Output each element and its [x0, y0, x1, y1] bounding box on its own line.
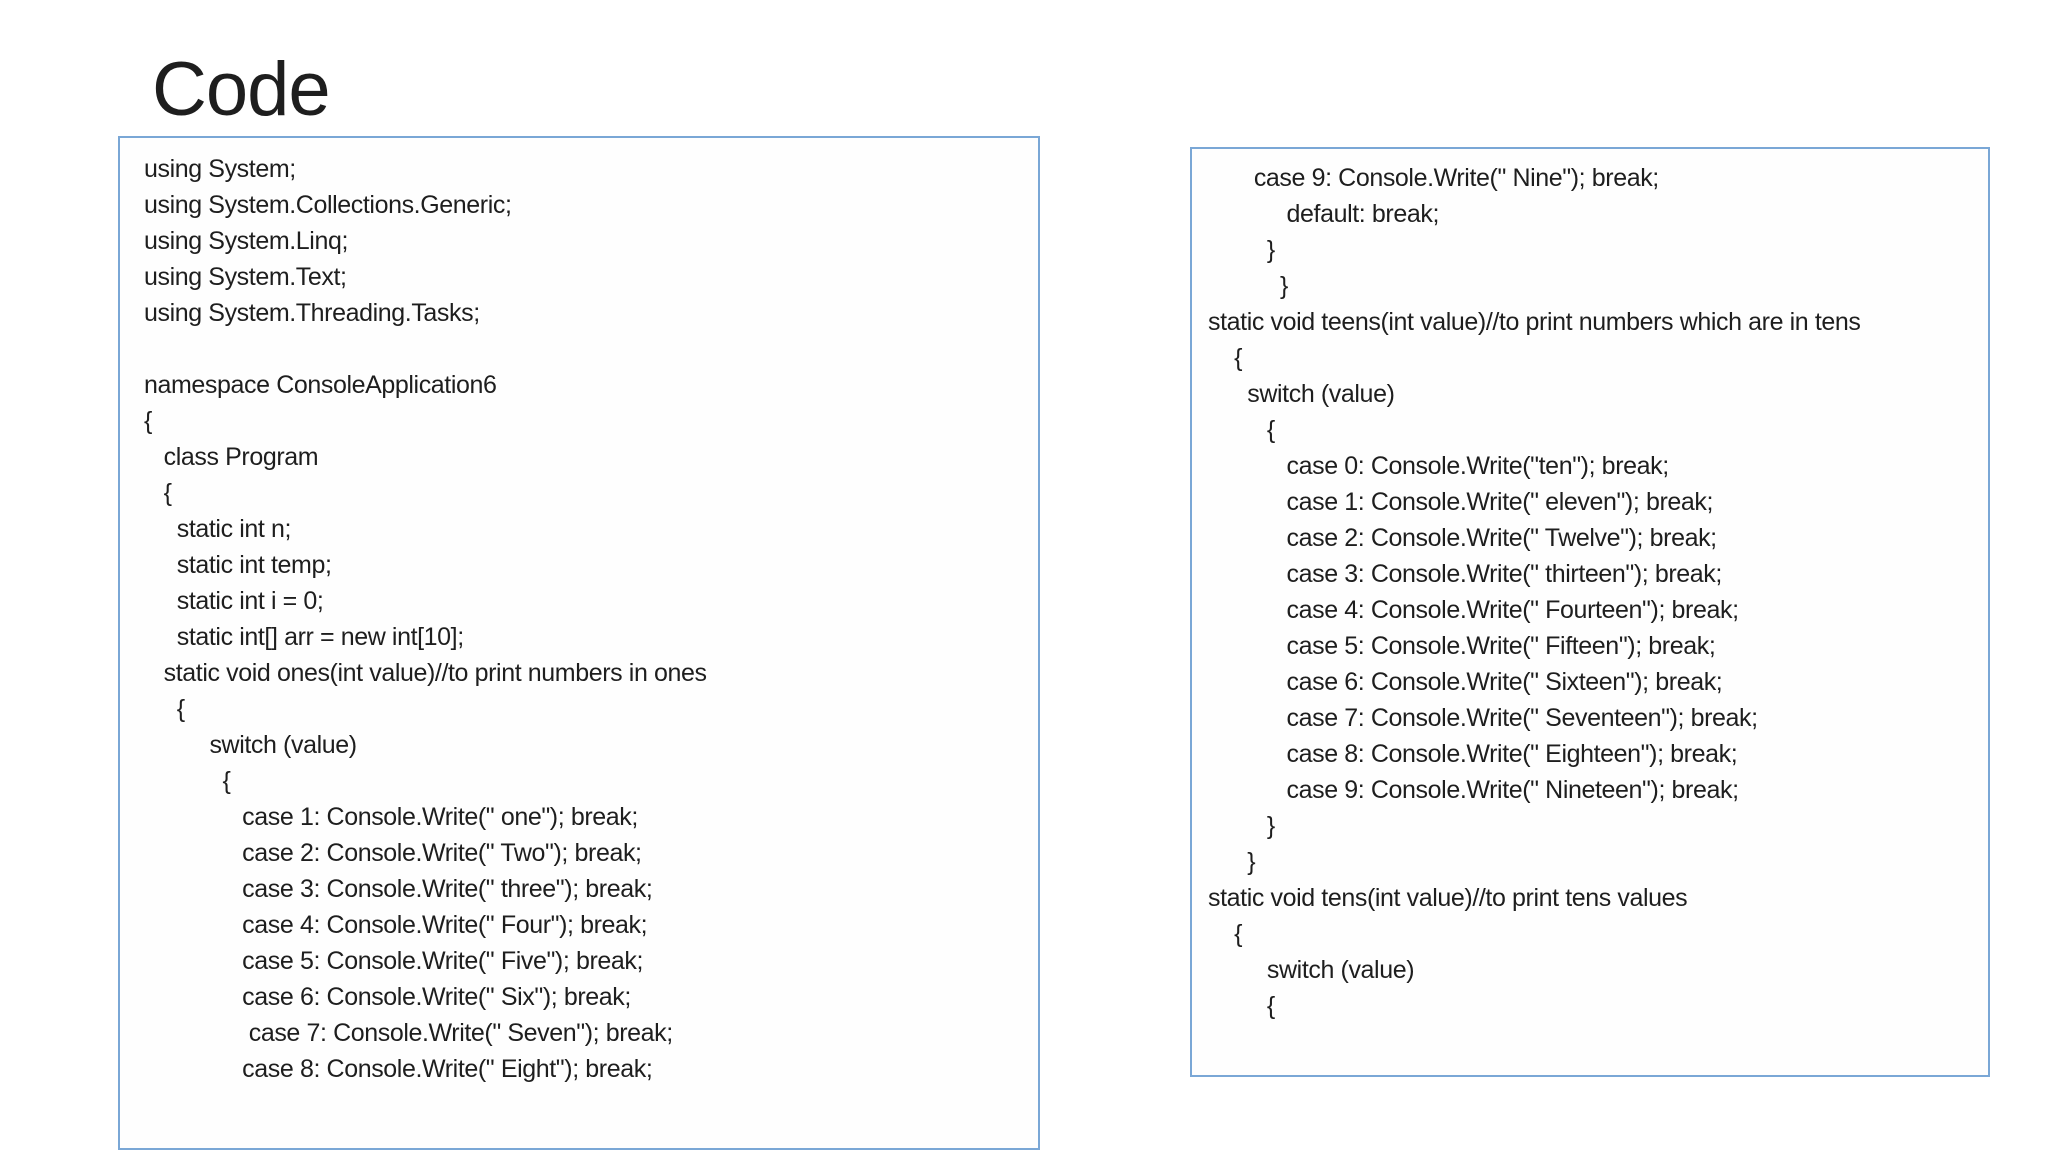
left-code-text: using System; using System.Collections.G… [144, 155, 707, 1083]
right-code-text: case 9: Console.Write(" Nine"); break; d… [1208, 164, 1861, 1020]
slide-title: Code [152, 47, 331, 132]
right-code-box: case 9: Console.Write(" Nine"); break; d… [1190, 147, 1990, 1077]
left-code-box: using System; using System.Collections.G… [118, 136, 1040, 1150]
